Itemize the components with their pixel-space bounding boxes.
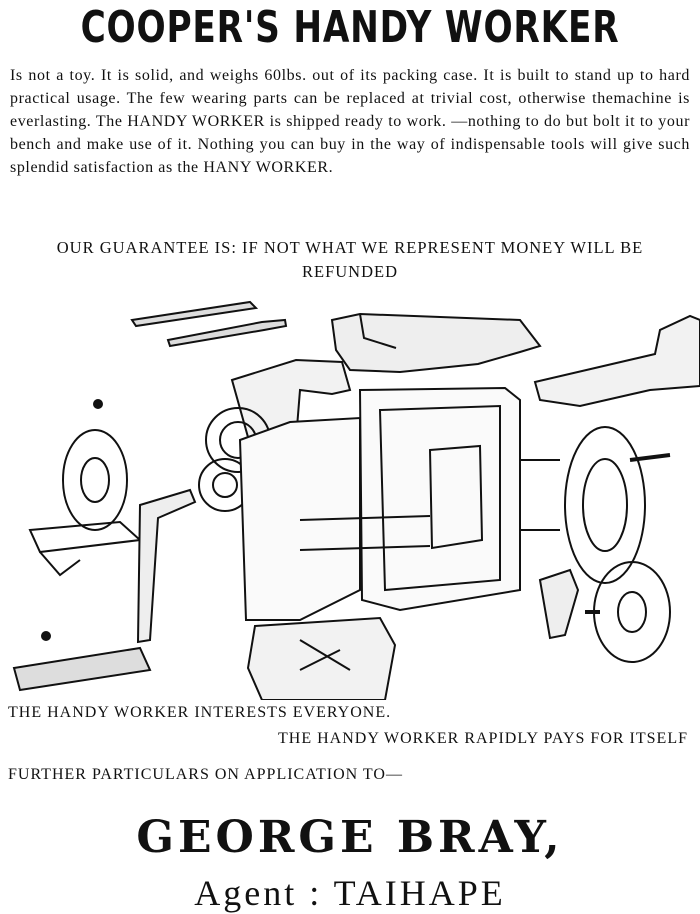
guarantee-text: OUR GUARANTEE IS: IF NOT WHAT WE REPRESE… — [56, 238, 644, 281]
further-particulars: FURTHER PARTICULARS ON APPLICATION TO— — [8, 766, 403, 783]
grate-icon — [246, 616, 397, 700]
ad-headline: COOPER'S HANDY WORKER — [80, 2, 620, 53]
machine-illustration — [12, 300, 700, 700]
grinder-icon — [28, 429, 143, 577]
ad-body-text: Is not a toy. It is solid, and weighs 60… — [10, 67, 690, 176]
small-part-icon — [538, 568, 580, 640]
crank-handle-icon — [12, 488, 197, 692]
drill-bits-icon — [130, 300, 288, 348]
tagline-pays: THE HANDY WORKER RAPIDLY PAYS FOR ITSELF — [278, 730, 688, 747]
bench-rail-icon — [533, 314, 700, 408]
agent-location: Agent : TAIHAPE — [194, 873, 506, 913]
tagline-interests: THE HANDY WORKER INTERESTS EVERYONE. — [8, 704, 392, 721]
anvil-icon — [330, 312, 542, 374]
grinding-wheel-icon — [585, 561, 671, 663]
agent-name: GEORGE BRAY, — [136, 812, 564, 863]
handwheel-icon — [564, 426, 671, 584]
main-body-icon — [238, 386, 560, 621]
